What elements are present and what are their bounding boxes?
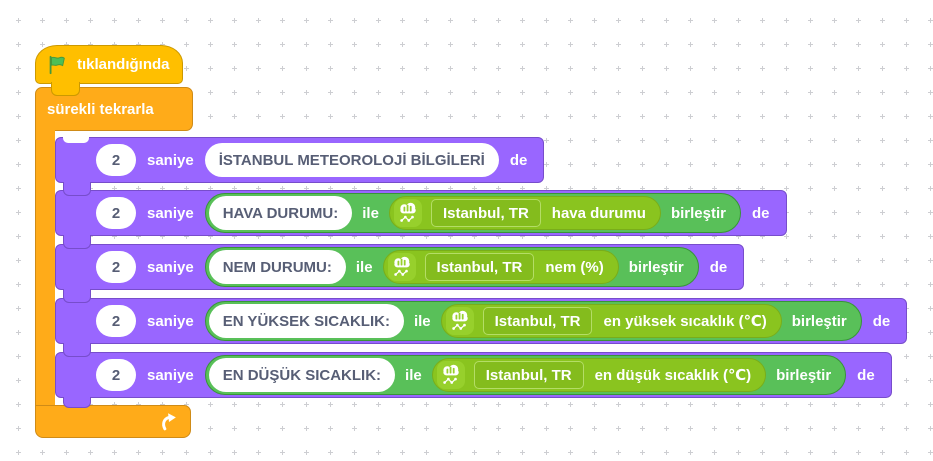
join-with-label: ile (362, 204, 379, 222)
say-unit-label: saniye (147, 312, 194, 330)
duration-input[interactable]: 2 (96, 305, 136, 337)
say-block-4[interactable]: 2 saniye EN YÜKSEK SICAKLIK: ile (55, 298, 908, 344)
join-text-input[interactable]: EN YÜKSEK SICAKLIK: (208, 304, 404, 338)
weather-location-input[interactable]: Istanbul, TR (482, 307, 593, 335)
weather-cloud-chart-icon (436, 361, 465, 389)
join-suffix-label: birleştir (670, 204, 726, 222)
say-suffix-label: de (857, 366, 875, 384)
say-block-3[interactable]: 2 saniye NEM DURUMU: ile (55, 244, 745, 290)
weather-reporter-block[interactable]: Istanbul, TR en düşük sıcaklık (℃) (431, 358, 767, 392)
weather-location-input[interactable]: Istanbul, TR (430, 199, 541, 227)
duration-input[interactable]: 2 (96, 144, 136, 176)
say-unit-label: saniye (147, 204, 194, 222)
join-with-label: ile (405, 366, 422, 384)
say-block-1[interactable]: 2 saniye İSTANBUL METEOROLOJİ BİLGİLERİ … (55, 137, 545, 183)
forever-block-bottom[interactable] (35, 405, 191, 438)
weather-metric-label: en yüksek sıcaklık (℃) (603, 313, 767, 330)
forever-block-arm[interactable] (35, 129, 55, 407)
when-flag-clicked-block[interactable]: tıklandığında (35, 45, 183, 84)
join-text-input[interactable]: HAVA DURUMU: (208, 196, 353, 230)
join-block[interactable]: NEM DURUMU: ile Istanbul, TR (204, 247, 699, 287)
block-connector-bump (63, 397, 91, 408)
join-with-label: ile (413, 312, 431, 330)
duration-input[interactable]: 2 (96, 251, 136, 283)
weather-metric-label: hava durumu (551, 204, 646, 222)
green-flag-icon (46, 54, 68, 76)
say-block-5[interactable]: 2 saniye EN DÜŞÜK SICAKLIK: ile (55, 352, 892, 398)
join-block[interactable]: EN YÜKSEK SICAKLIK: ile Istanbul, T (204, 301, 862, 341)
notch-cutout (63, 137, 89, 143)
join-suffix-label: birleştir (628, 258, 684, 276)
weather-metric-label: en düşük sıcaklık (℃) (594, 367, 752, 384)
weather-location-input[interactable]: Istanbul, TR (473, 361, 584, 389)
weather-reporter-block[interactable]: Istanbul, TR hava durumu (388, 196, 661, 230)
say-suffix-label: de (709, 258, 728, 276)
hat-label: tıklandığında (77, 56, 170, 73)
join-block[interactable]: HAVA DURUMU: ile Istanbul, TR (204, 193, 741, 233)
weather-cloud-chart-icon (393, 199, 422, 227)
join-with-label: ile (355, 258, 373, 276)
join-text-input[interactable]: EN DÜŞÜK SICAKLIK: (208, 358, 396, 392)
block-connector-bump (63, 289, 91, 303)
loop-arrow-icon (158, 411, 180, 433)
join-suffix-label: birleştir (776, 366, 832, 384)
forever-label: sürekli tekrarla (47, 100, 154, 118)
join-suffix-label: birleştir (791, 312, 847, 330)
weather-metric-label: nem (%) (545, 258, 604, 276)
say-unit-label: saniye (147, 258, 194, 276)
say-unit-label: saniye (147, 151, 194, 169)
weather-cloud-chart-icon (387, 253, 416, 281)
block-connector-bump (63, 235, 91, 249)
weather-reporter-block[interactable]: Istanbul, TR nem (%) (382, 250, 619, 284)
weather-reporter-block[interactable]: Istanbul, TR en yüksek sıcaklık (℃) (440, 304, 782, 338)
hat-connector-bump (51, 82, 80, 96)
say-unit-label: saniye (147, 366, 194, 384)
message-input[interactable]: İSTANBUL METEOROLOJİ BİLGİLERİ (204, 143, 499, 177)
weather-location-input[interactable]: Istanbul, TR (424, 253, 535, 281)
duration-input[interactable]: 2 (96, 197, 136, 229)
duration-input[interactable]: 2 (96, 359, 136, 391)
say-suffix-label: de (752, 204, 770, 222)
join-text-input[interactable]: NEM DURUMU: (208, 250, 346, 284)
block-connector-bump (63, 182, 91, 196)
say-block-2[interactable]: 2 saniye HAVA DURUMU: ile (55, 190, 787, 236)
say-suffix-label: de (872, 312, 891, 330)
block-connector-bump (63, 343, 91, 357)
join-block[interactable]: EN DÜŞÜK SICAKLIK: ile Istanbul, TR (204, 355, 847, 395)
weather-cloud-chart-icon (445, 307, 474, 335)
say-suffix-label: de (509, 151, 528, 169)
